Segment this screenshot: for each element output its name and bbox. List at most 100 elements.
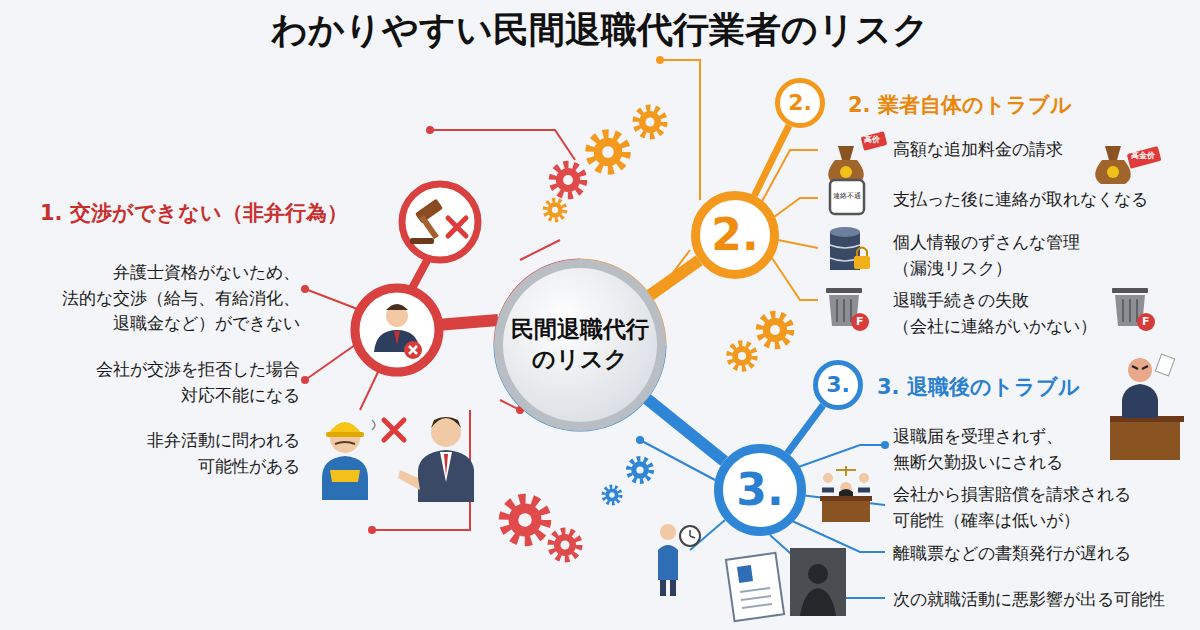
- section-heading: 3. 退職後のトラブル: [877, 372, 1080, 404]
- phone-icon-part: [830, 180, 864, 214]
- red-dots: [301, 126, 524, 534]
- person-icon-part: [355, 288, 439, 372]
- red-leader-lines-part: [308, 290, 360, 310]
- gear-group: [604, 459, 652, 504]
- gear-group-part: [504, 499, 546, 541]
- badge-letter: F: [1142, 314, 1150, 331]
- risk-item: 非弁活動に問われる 可能性がある: [80, 428, 300, 479]
- waiting-person-icon-part: [690, 530, 695, 538]
- worker-figure-part: [322, 456, 368, 500]
- person-icon-part: [386, 304, 408, 310]
- circle-shape: [778, 81, 823, 126]
- document-icon-part: [737, 565, 753, 583]
- trash-icon: [1112, 288, 1155, 331]
- gear-group-part: [604, 487, 621, 504]
- silhouette-icon-part: [790, 548, 846, 616]
- money-bag-icon-part: [1105, 146, 1121, 160]
- person-icon-part: [409, 346, 417, 354]
- section-heading: 1. 交渉ができない（非弁行為）: [40, 198, 348, 230]
- trash-icon-part: [1112, 288, 1148, 293]
- gear-group-part: [590, 134, 626, 170]
- silhouette-icon-part: [808, 564, 828, 584]
- red-leader-lines-part: [308, 345, 355, 378]
- phone-screen-text: 連絡不通: [833, 191, 861, 202]
- node-text: 3.: [826, 371, 850, 400]
- risk-item: 個人情報のずさんな管理 （漏洩リスク）: [893, 230, 1123, 281]
- red-dots-part: [301, 285, 309, 293]
- angry-boss-icon-part: [1122, 384, 1158, 418]
- phone-icon: [830, 180, 864, 214]
- orange-leader-lines: [660, 60, 818, 300]
- cross-mark: [372, 420, 404, 440]
- red-dots-part: [368, 526, 376, 534]
- connector-line: [787, 405, 823, 453]
- red-leader-lines-part: [430, 130, 575, 160]
- person-icon-part: [386, 305, 408, 327]
- risk-item: 支払った後に連絡が取れなくなる: [893, 187, 1148, 213]
- orange-leader-lines-part: [660, 60, 700, 200]
- businessman-figure-part: [431, 417, 461, 447]
- section-heading: 2. 業者自体のトラブル: [848, 90, 1072, 122]
- angry-boss-icon-part: [1155, 354, 1174, 376]
- cross-mark-part: [384, 420, 404, 440]
- person-icon-part: [394, 331, 400, 345]
- red-leader-lines-part: [520, 240, 560, 260]
- risk-item: 高額な追加料金の請求: [893, 137, 1063, 163]
- red-dots-part: [301, 376, 309, 384]
- silhouette-icon: [790, 548, 846, 616]
- database-icon-part: [830, 227, 860, 237]
- orange-dots-part: [656, 56, 664, 64]
- money-bag-icon-part: [861, 131, 888, 151]
- circle-shape: [696, 196, 775, 275]
- gear-group-part: [636, 108, 664, 136]
- gear-group-part: [629, 459, 651, 481]
- document-icon: [726, 553, 784, 621]
- businessman-figure-part: [431, 417, 461, 428]
- orange-leader-lines-part: [760, 150, 818, 205]
- money-bag-icon: [1095, 146, 1161, 184]
- risk-item: 会社から損害賠償を請求される 可能性（確率は低いが）: [893, 482, 1173, 533]
- court-icon-part: [822, 500, 870, 522]
- orange-dots: [656, 56, 664, 294]
- gear-group-part: [553, 165, 584, 196]
- worker-figure: [322, 422, 368, 500]
- connector: [647, 399, 724, 461]
- waiting-person-icon-part: [660, 524, 676, 540]
- gear-group-part: [551, 531, 579, 559]
- node-text: 民間退職代行 のリスク: [506, 315, 654, 375]
- money-bag-icon-part: [838, 146, 854, 160]
- connector: [754, 125, 789, 195]
- circle-outline: [494, 259, 666, 431]
- angry-boss-icon: [1110, 354, 1184, 460]
- red-leader-lines-part: [360, 372, 378, 410]
- connector-line: [754, 125, 789, 195]
- circle-shape: [816, 363, 861, 408]
- money-bag-icon-part: [840, 166, 852, 178]
- connector-line: [647, 399, 724, 461]
- connector: [650, 260, 699, 295]
- red-leader-lines-part: [437, 320, 498, 325]
- callout-badge: 2.: [775, 78, 825, 128]
- angry-boss-icon-part: [1110, 420, 1180, 460]
- court-icon-part: [839, 489, 853, 496]
- trash-icon-part: [1137, 313, 1155, 331]
- gavel-icon-part: [448, 218, 466, 236]
- risk-item: 退職手続きの失敗 （会社に連絡がいかない）: [893, 288, 1123, 339]
- risk-item: 会社が交渉を拒否した場合 対応不能になる: [70, 357, 300, 408]
- document-icon-part: [726, 553, 784, 621]
- blue-leader-lines-part: [790, 445, 885, 470]
- connector-line: [650, 260, 699, 295]
- center-ring: [495, 260, 665, 430]
- connector: [787, 405, 823, 453]
- worker-figure-part: [335, 442, 355, 444]
- gear-group-part: [729, 343, 754, 368]
- orange-leader-lines-part: [778, 240, 818, 248]
- trash-icon-part: [826, 288, 862, 293]
- waiting-person-icon-part: [658, 545, 678, 580]
- center-circle: 民間退職代行 のリスク: [494, 259, 666, 431]
- blue-dots-part: [881, 441, 889, 449]
- waiting-person-icon-part: [660, 580, 666, 596]
- price-tag-text: 高价: [864, 134, 880, 146]
- court-icon-part: [823, 473, 833, 483]
